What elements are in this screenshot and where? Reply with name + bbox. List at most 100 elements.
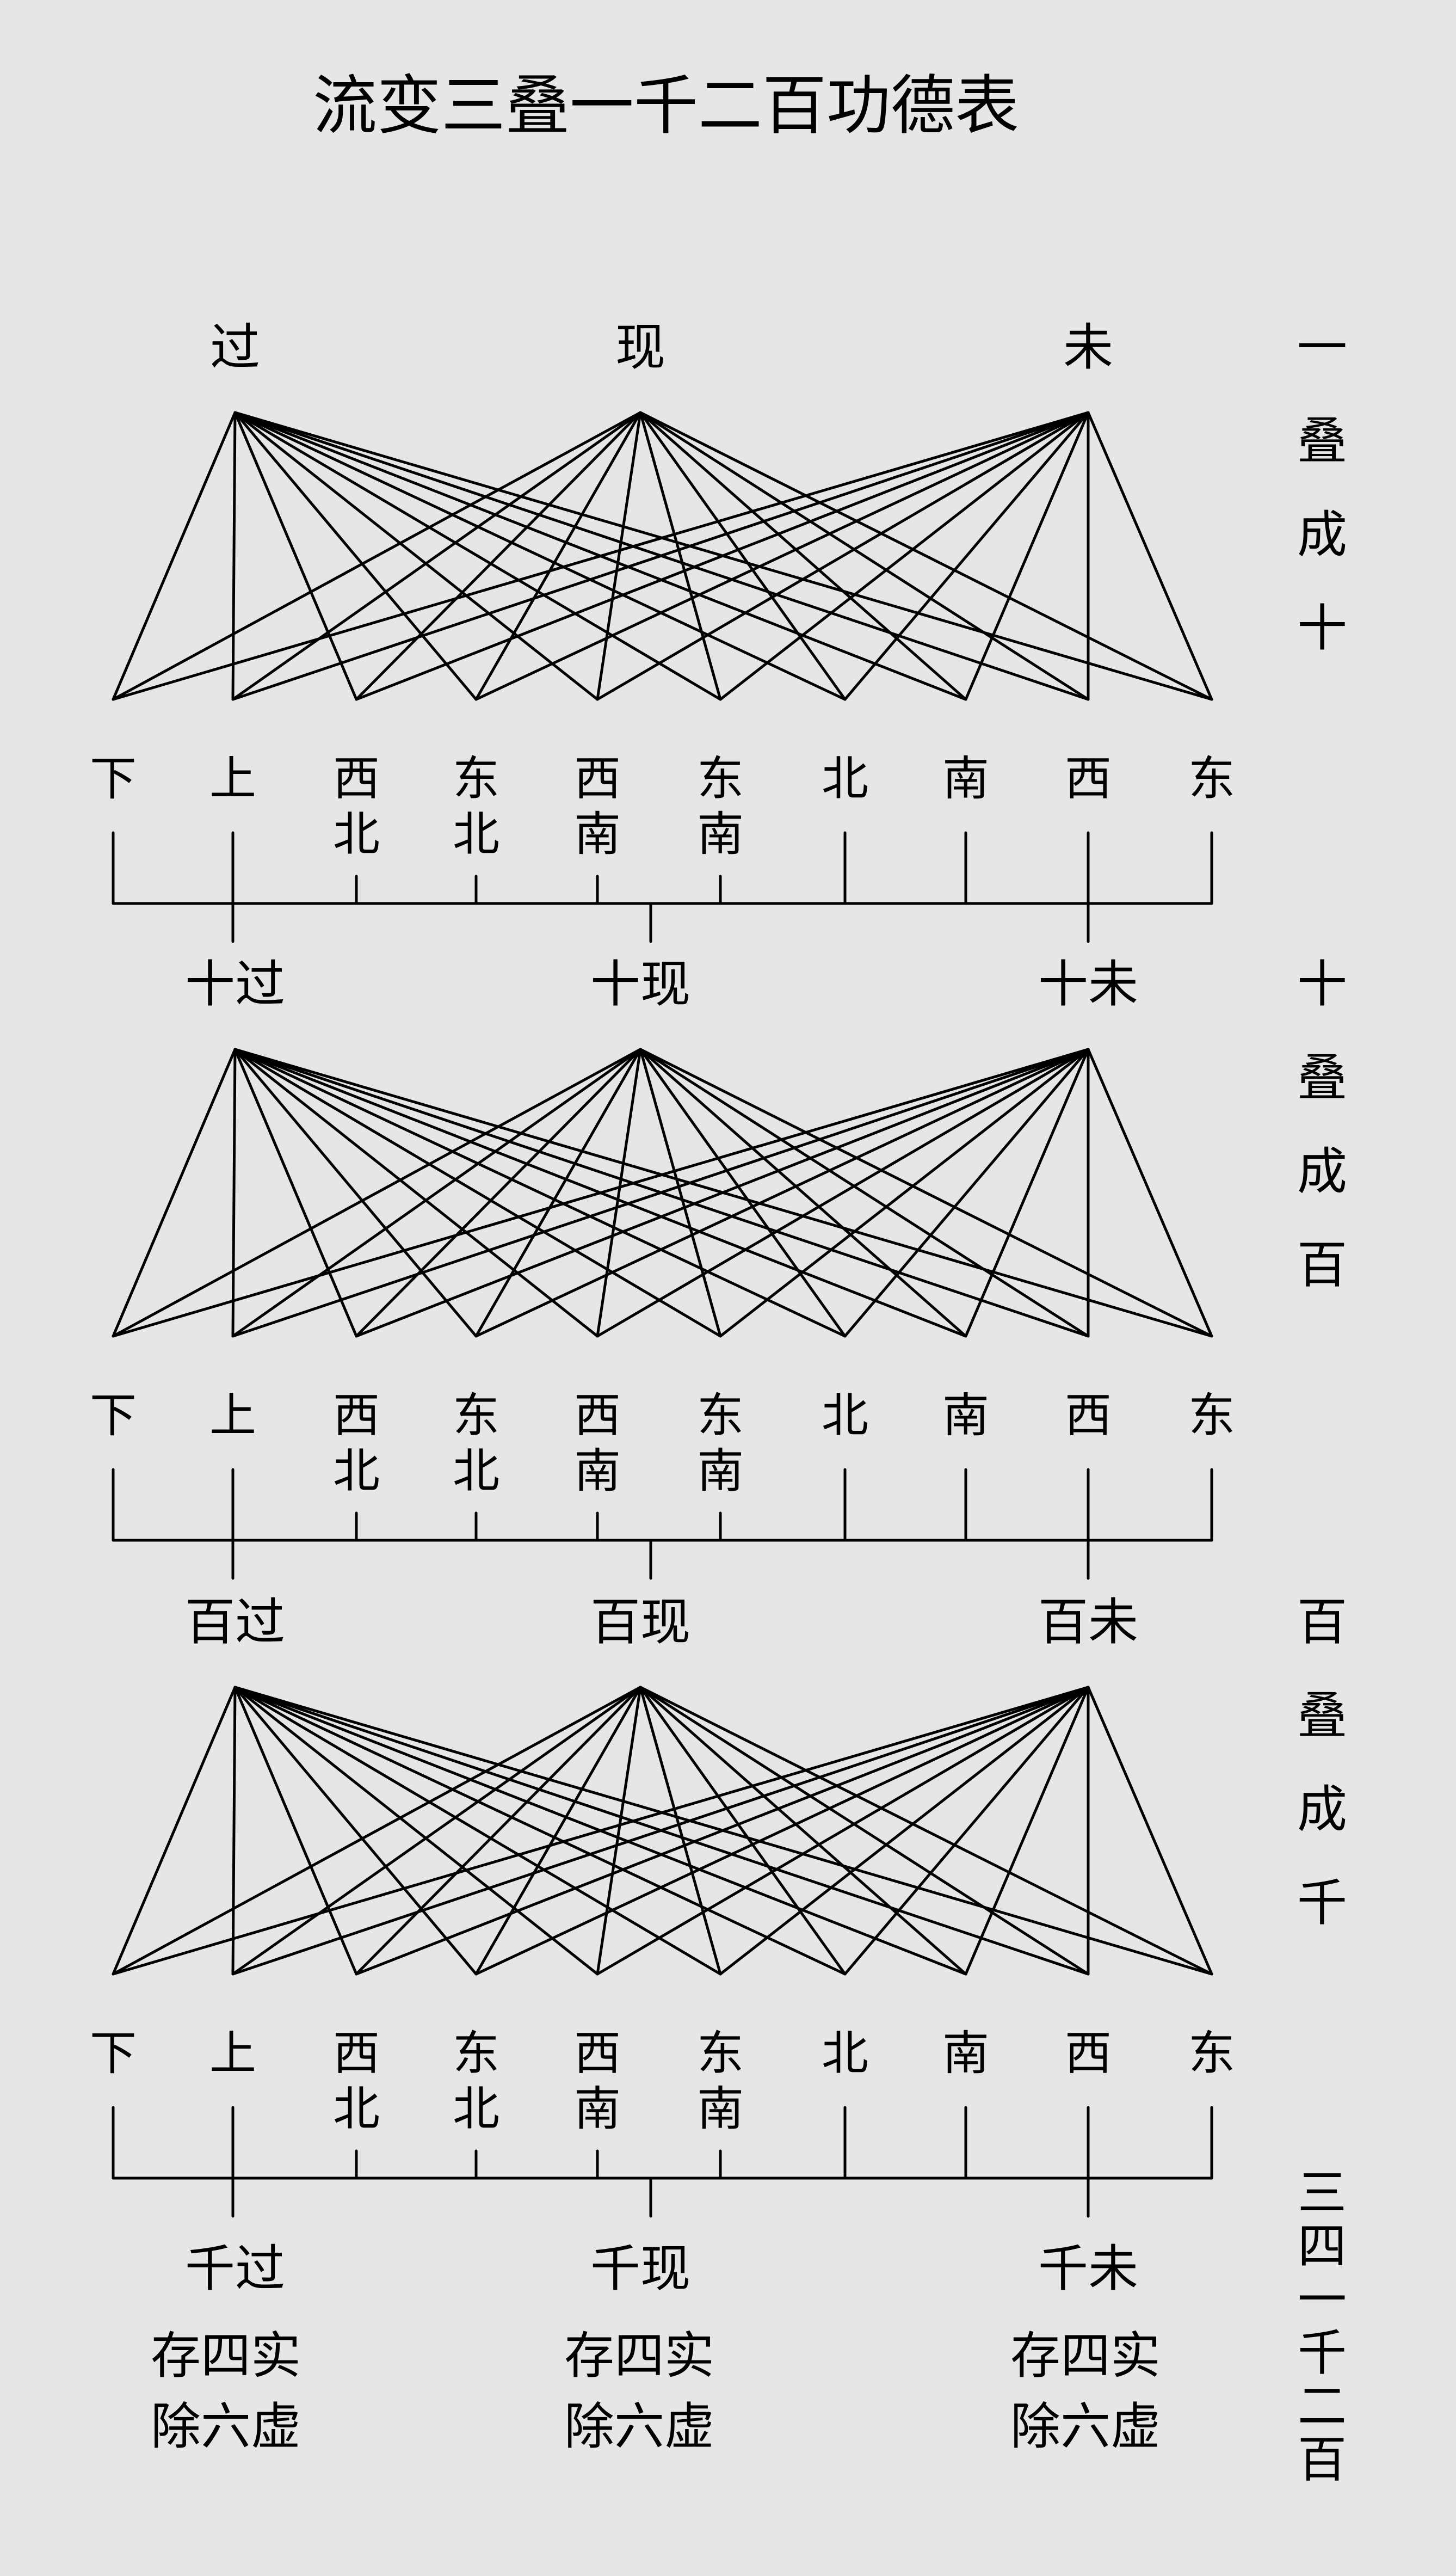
stage-3-link-line — [355, 1686, 1090, 1976]
stage-2-link-line — [639, 1048, 722, 1338]
stage-2-direction-label: 下 — [90, 1388, 137, 1443]
stage-3-link-line — [231, 1686, 1090, 1976]
final-label: 千未 — [1038, 2240, 1138, 2298]
stage-2-link-line — [233, 1048, 722, 1338]
stage-3-link-line — [233, 1686, 358, 1976]
final-note-line1: 存四实 — [564, 2327, 714, 2385]
final-side-char: 四 — [1298, 2218, 1347, 2275]
stage-3-direction-label: 东 — [697, 2026, 744, 2081]
stage-3-link-line — [639, 1686, 967, 1976]
stage-3-link-line — [596, 1686, 642, 1976]
stage-3-link-line — [843, 1686, 1090, 1976]
stage-2-side-char: 叠 — [1297, 1049, 1347, 1107]
stage-1-link-line — [474, 411, 1090, 701]
stage-2-link-line — [112, 1048, 642, 1338]
stage-2-direction-label: 东 — [697, 1388, 744, 1443]
stage-3-top-label: 百未 — [1038, 1593, 1138, 1651]
stage-3-link-line — [1087, 1686, 1213, 1976]
stage-3-link-line — [231, 1686, 237, 1976]
stage-1-side-char: 叠 — [1297, 412, 1347, 470]
stage-2-top-label: 十未 — [1038, 955, 1138, 1013]
stage-1-direction-label: 上 — [209, 752, 256, 806]
stage-1-top-label: 未 — [1063, 318, 1113, 377]
stage-2-link-line — [231, 1048, 642, 1338]
stage-1-link-line — [112, 411, 237, 701]
stage-3-direction-label: 东 — [1188, 2026, 1235, 2081]
stage-1-direction-label: 东 — [1188, 752, 1235, 806]
stage-3-direction-sublabel: 南 — [574, 2082, 621, 2136]
final-note-line1: 存四实 — [1010, 2327, 1161, 2385]
stage-1-link-line — [639, 411, 967, 701]
stage-2-link-line — [639, 1048, 847, 1338]
page-title: 流变三叠一千二百功德表 — [313, 68, 1019, 143]
stage-2-link-line — [596, 1048, 1090, 1338]
stage-2-link-line — [719, 1048, 1090, 1338]
stage-2-link-line — [1087, 1048, 1213, 1338]
stage-1-link-line — [233, 411, 478, 701]
stage-2-link-line — [964, 1048, 1090, 1338]
stage-1-link-line — [233, 411, 358, 701]
stage-3-link-line — [474, 1686, 642, 1976]
stage-1-link-line — [233, 411, 599, 701]
stage-2-direction-sublabel: 北 — [453, 1444, 499, 1498]
stage-3-side-char: 叠 — [1297, 1687, 1347, 1745]
stage-2-link-line — [112, 1048, 1090, 1338]
final-side-char: 千 — [1298, 2325, 1347, 2382]
stage-1-direction-label: 西 — [1065, 752, 1112, 806]
stage-2-direction-sublabel: 南 — [697, 1444, 744, 1498]
stage-3-link-line — [233, 1686, 599, 1976]
stage-1-direction-sublabel: 北 — [333, 807, 380, 862]
stage-3-link-line — [231, 1686, 642, 1976]
stage-1-top-label: 现 — [615, 318, 665, 377]
stage-1-link-line — [112, 411, 642, 701]
stage-1-direction-sublabel: 北 — [453, 807, 499, 862]
final-side-char: 三 — [1298, 2165, 1347, 2222]
stage-1-link-line — [474, 411, 642, 701]
stage-1-link-line — [355, 411, 642, 701]
stage-1-link-line — [964, 411, 1090, 701]
stage-2-direction-label: 东 — [453, 1388, 499, 1443]
stage-1-direction-label: 西 — [574, 752, 621, 806]
stage-1-link-line — [233, 411, 722, 701]
stage-2-direction-sublabel: 南 — [574, 1444, 621, 1498]
stage-2-link-line — [596, 1048, 642, 1338]
stage-3-link-line — [639, 1686, 847, 1976]
stage-3-side-char: 成 — [1297, 1780, 1347, 1839]
stage-3-direction-label: 西 — [1065, 2026, 1112, 2081]
stage-3-link-line — [719, 1686, 1090, 1976]
stage-2-direction-label: 上 — [209, 1388, 256, 1443]
stage-1-direction-label: 东 — [453, 752, 499, 806]
stage-2-link-line — [474, 1048, 1090, 1338]
stage-2-side-char: 成 — [1297, 1142, 1347, 1201]
stage-1-link-line — [843, 411, 1090, 701]
stage-1-link-line — [233, 411, 847, 701]
stage-2-link-line — [233, 1048, 847, 1338]
stage-3-top-label: 百现 — [590, 1593, 690, 1651]
stage-2-link-line — [474, 1048, 642, 1338]
stage-3-link-line — [233, 1686, 478, 1976]
stage-1-direction-label: 下 — [90, 752, 137, 806]
stage-3-link-line — [639, 1686, 1213, 1976]
stage-3-direction-label: 南 — [942, 2026, 989, 2081]
stage-3-link-line — [112, 1686, 237, 1976]
stage-1-link-line — [231, 411, 237, 701]
stage-1-link-line — [639, 411, 1090, 701]
stage-1-side-char: 十 — [1297, 599, 1347, 657]
stage-2-side-char: 十 — [1297, 955, 1347, 1013]
stage-1-link-line — [639, 411, 722, 701]
stage-1-side-char: 一 — [1297, 318, 1347, 377]
stage-1-direction-label: 东 — [697, 752, 744, 806]
stage-1-link-line — [596, 411, 1090, 701]
stage-2-link-line — [639, 1048, 1213, 1338]
stage-1-direction-label: 西 — [333, 752, 380, 806]
stage-1-link-line — [112, 411, 1090, 701]
stage-3-link-line — [233, 1686, 847, 1976]
stage-3-direction-sublabel: 南 — [697, 2082, 744, 2136]
stage-1-link-line — [355, 411, 1090, 701]
stage-2-direction-label: 南 — [942, 1388, 989, 1443]
stage-1-link-line — [1087, 411, 1213, 701]
final-side-char: 百 — [1298, 2431, 1347, 2488]
stage-2-link-line — [233, 1048, 599, 1338]
